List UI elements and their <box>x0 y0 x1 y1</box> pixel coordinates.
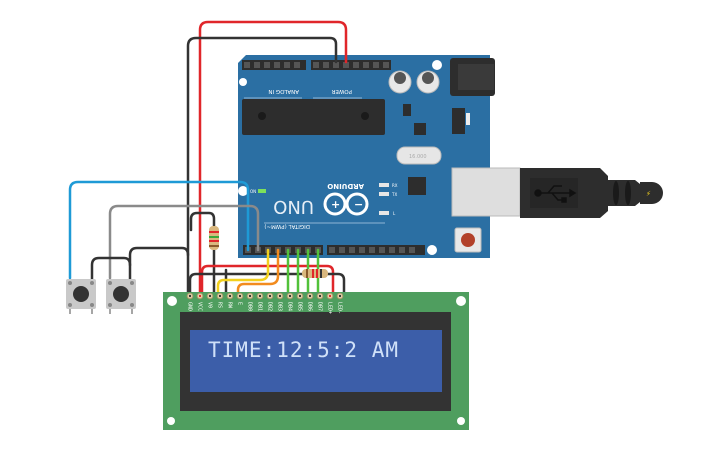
lcd-pin-label: DB6 <box>307 302 313 311</box>
lcd-pin-label: GND <box>187 302 193 311</box>
arduino-logo: + − <box>323 192 369 216</box>
lcd-pin-hole <box>248 294 252 298</box>
lcd-pin-label: LED+ <box>327 302 333 314</box>
lcd-pin-hole <box>208 294 212 298</box>
wire-5v-red[interactable] <box>198 20 348 294</box>
lcd-pin-hole <box>268 294 272 298</box>
mount-hole <box>239 78 247 86</box>
lcd-pin-hole <box>188 294 192 298</box>
wire-e-orange[interactable] <box>236 248 280 294</box>
power-bolt-icon: ⚡ <box>646 190 651 198</box>
on-led-label: ON <box>250 189 256 194</box>
lcd-pin-hole <box>218 294 222 298</box>
lcd-pin-hole <box>308 294 312 298</box>
wire-pin1-gray[interactable] <box>108 204 260 280</box>
l-led-label: L <box>393 211 396 216</box>
lcd-pin-label: DB4 <box>287 302 293 311</box>
crystal-label: 16.000 <box>409 154 427 160</box>
uno-label: UNO <box>273 196 314 217</box>
atmega-chip <box>242 99 385 135</box>
lcd-pin-hole <box>318 294 322 298</box>
lcd-pin-label: DB0 <box>247 302 253 311</box>
lcd-pin-label: E <box>237 302 243 305</box>
lcd-pin-label: DB5 <box>297 302 303 311</box>
arduino-brand-label: ARDUINO <box>327 182 364 190</box>
digital-header-high <box>327 245 425 255</box>
power-label: POWER <box>331 88 352 94</box>
wire-gnd-black[interactable] <box>186 36 338 294</box>
wire-rs-yellow[interactable] <box>216 248 270 294</box>
lcd-pin-label: VCC <box>197 302 203 311</box>
lcd-pin-label: V0 <box>207 302 213 308</box>
lcd-pin-hole <box>238 294 242 298</box>
usb-icon <box>534 185 577 203</box>
mount-hole <box>432 60 442 70</box>
lcd-pin-label: DB3 <box>277 302 283 311</box>
analog-in-label: ANALOG IN <box>268 88 299 94</box>
usb-cable[interactable]: ⚡ <box>520 168 663 218</box>
lcd-16x2[interactable]: TIME:12:5:2 AM GND VCC V0 RS RW E DB0 DB1 DB2 DB3… <box>163 292 469 430</box>
wire-pin0-blue[interactable] <box>68 180 250 280</box>
lcd-pin-hole <box>338 294 342 298</box>
digital-header-pins <box>245 247 415 253</box>
usb-port <box>451 167 521 217</box>
pushbutton-1[interactable] <box>66 279 96 314</box>
analog-header-pins <box>244 62 300 68</box>
lcd-pin-hole <box>288 294 292 298</box>
wires <box>68 20 348 294</box>
lcd-pin-hole <box>278 294 282 298</box>
svg-text:−: − <box>354 198 363 211</box>
digital-label: DIGITAL (PWM~) <box>264 223 310 229</box>
resistor-vertical[interactable] <box>209 226 219 250</box>
lcd-pin-hole <box>298 294 302 298</box>
lcd-pin-row: GND VCC V0 RS RW E DB0 DB1 DB2 DB3 DB4 DB5 DB6 DB7 LED… <box>187 292 344 314</box>
wire-resistor-top[interactable] <box>189 211 216 232</box>
crystal-oscillator <box>396 146 442 165</box>
lcd-pin-label: DB7 <box>317 302 323 311</box>
lcd-pin-label: LED- <box>337 302 343 314</box>
lcd-line-1: TIME:12:5:2 AM <box>208 338 399 362</box>
lcd-pin-hole <box>328 294 332 298</box>
on-led <box>258 189 266 193</box>
lcd-screen <box>190 330 442 392</box>
lcd-pin-label: DB1 <box>257 302 263 311</box>
digital-header-low <box>243 245 323 255</box>
arduino-uno-board[interactable]: ANALOG IN POWER 16.000 ON UNO <box>238 55 521 258</box>
lcd-pin-label: DB2 <box>267 302 273 311</box>
wire-button-gnd-2[interactable] <box>128 246 190 267</box>
lcd-pin-hole <box>258 294 262 298</box>
power-header <box>311 60 391 70</box>
rx-led-label: RX <box>392 183 398 188</box>
pushbutton-2[interactable] <box>106 279 136 314</box>
tx-led-label: TX <box>391 192 397 197</box>
svg-text:+: + <box>331 198 340 211</box>
lcd-pin-hole <box>198 294 202 298</box>
lcd-pin-label: RS <box>217 302 223 308</box>
power-header-pins <box>313 62 389 68</box>
lcd-pin-label: RW <box>227 302 233 309</box>
resistor-horizontal[interactable] <box>302 269 328 278</box>
lcd-pin-hole <box>228 294 232 298</box>
